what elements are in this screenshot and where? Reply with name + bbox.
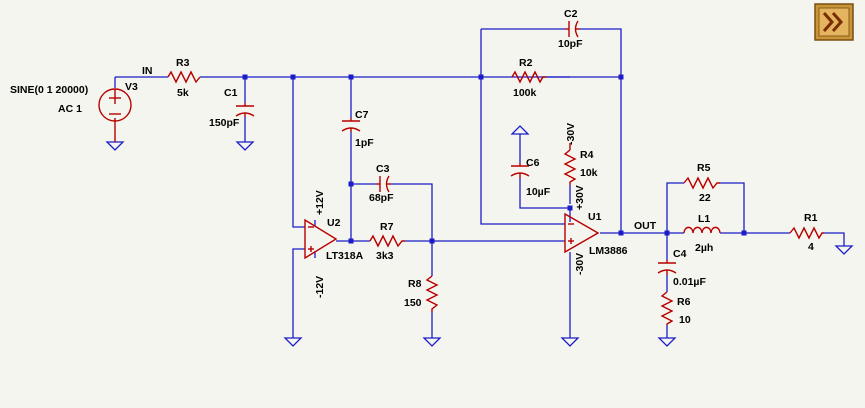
inductor-l1[interactable]: L1 2µh	[683, 213, 721, 254]
l1-name: L1	[698, 213, 710, 225]
net-label-out: OUT	[634, 220, 657, 232]
resistor-r6[interactable]: R6 10	[660, 291, 691, 326]
capacitor-c4[interactable]: C4 0.01µF	[657, 248, 706, 288]
capacitor-c3[interactable]: C3 68pF	[369, 163, 394, 204]
source-value-label: SINE(0 1 20000)	[10, 84, 88, 96]
r5-value: 22	[699, 192, 711, 204]
c1-value: 150pF	[209, 117, 240, 129]
junctions	[242, 74, 747, 244]
c2-value: 10pF	[558, 38, 583, 50]
run-button[interactable]	[814, 3, 854, 41]
capacitor-c7[interactable]: C7 1pF	[341, 109, 374, 149]
r1-name: R1	[804, 212, 818, 224]
capacitor-c6[interactable]: C6 10µF	[510, 157, 551, 198]
net-label-in: IN	[142, 65, 153, 77]
resistor-r5[interactable]: R5 22	[683, 162, 720, 204]
r1-value: 4	[808, 241, 814, 253]
r6-name: R6	[677, 296, 691, 308]
source-ac-label: AC 1	[58, 103, 82, 115]
r2-value: 100k	[513, 87, 537, 99]
c6-value: 10µF	[526, 186, 551, 198]
u2-name: U2	[327, 217, 341, 229]
r8-name: R8	[408, 278, 422, 290]
resistor-r8[interactable]: R8 150	[404, 275, 439, 312]
voltage-source-v3[interactable]: SINE(0 1 20000) AC 1 V3	[10, 81, 138, 142]
c4-name: C4	[673, 248, 687, 260]
r4-value: 10k	[580, 167, 598, 179]
r2-name: R2	[519, 57, 533, 69]
c7-name: C7	[355, 109, 369, 121]
c3-value: 68pF	[369, 192, 394, 204]
u1-model: LM3886	[589, 245, 628, 257]
r7-value: 3k3	[376, 250, 394, 262]
c4-value: 0.01µF	[673, 276, 706, 288]
u1-name: U1	[588, 211, 602, 223]
grounds	[105, 125, 854, 347]
resistor-r2[interactable]: R2 100k	[511, 57, 546, 99]
resistor-r7[interactable]: R7 3k3	[369, 221, 405, 262]
c7-value: 1pF	[355, 137, 374, 149]
resistor-r3[interactable]: R3 5k	[167, 57, 201, 99]
r3-value: 5k	[177, 87, 189, 99]
r7-name: R7	[380, 221, 394, 233]
u2-model: LT318A	[326, 250, 364, 262]
r6-value: 10	[679, 314, 691, 326]
c1-name: C1	[224, 87, 238, 99]
c3-name: C3	[376, 163, 390, 175]
opamp-u1[interactable]: U1 LM3886 +30V -30V	[564, 185, 628, 275]
l1-value: 2µh	[695, 242, 713, 254]
opamp-u2[interactable]: U2 LT318A +12V -12V	[304, 190, 364, 298]
c2-name: C2	[564, 8, 578, 20]
fast-forward-icon	[822, 12, 844, 32]
r4-name: R4	[580, 149, 594, 161]
r3-name: R3	[176, 57, 190, 69]
c6-name: C6	[526, 157, 540, 169]
resistor-r4[interactable]: -30V R4 10k	[563, 123, 598, 185]
u1-vneg: -30V	[574, 253, 586, 275]
r4-supply: -30V	[565, 123, 577, 145]
u2-vneg: -12V	[314, 276, 326, 298]
capacitor-c2[interactable]: C2 10pF	[558, 8, 583, 50]
r8-value: 150	[404, 297, 422, 309]
u1-vpos: +30V	[574, 185, 586, 210]
r5-name: R5	[697, 162, 711, 174]
source-name-label: V3	[125, 81, 138, 93]
capacitor-c1[interactable]: C1 150pF	[209, 87, 255, 129]
resistor-r1[interactable]: R1 4	[789, 212, 824, 253]
u2-vpos: +12V	[314, 190, 326, 215]
